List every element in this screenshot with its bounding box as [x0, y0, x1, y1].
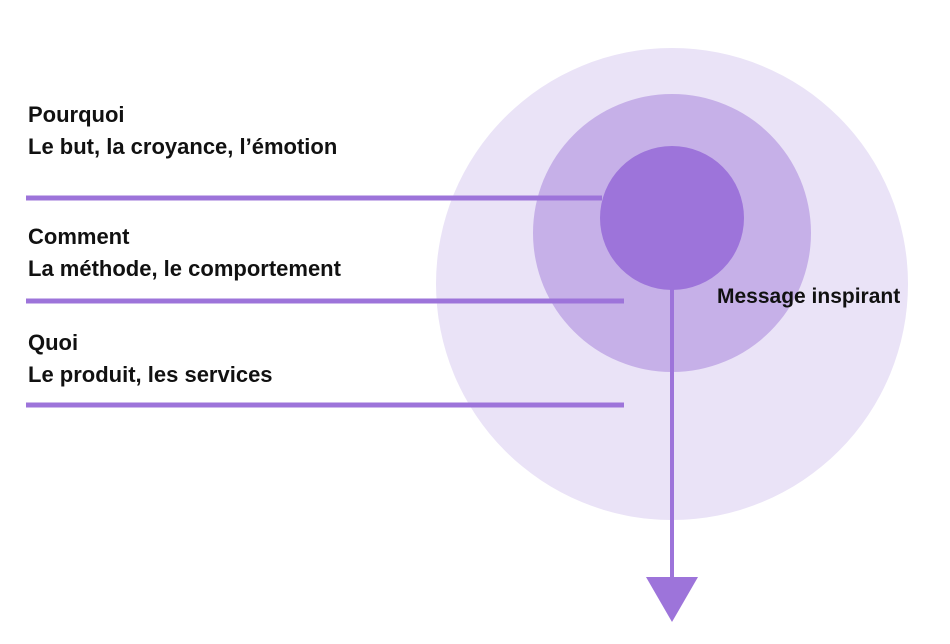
level-why-title: Pourquoi	[28, 102, 125, 127]
inner-circle-why	[600, 146, 744, 290]
level-what-title: Quoi	[28, 330, 79, 355]
level-what-label: Quoi Le produit, les services	[28, 327, 273, 391]
level-how-title: Comment	[28, 224, 130, 249]
arrow-head	[646, 577, 698, 622]
level-how-subtitle: La méthode, le comportement	[28, 256, 341, 281]
level-why-subtitle: Le but, la croyance, l’émotion	[28, 134, 338, 159]
level-how-label: Comment La méthode, le comportement	[28, 221, 341, 285]
arrow-label: Message inspirant	[717, 285, 901, 308]
level-what-subtitle: Le produit, les services	[28, 362, 273, 387]
level-why-label: Pourquoi Le but, la croyance, l’émotion	[28, 99, 337, 163]
